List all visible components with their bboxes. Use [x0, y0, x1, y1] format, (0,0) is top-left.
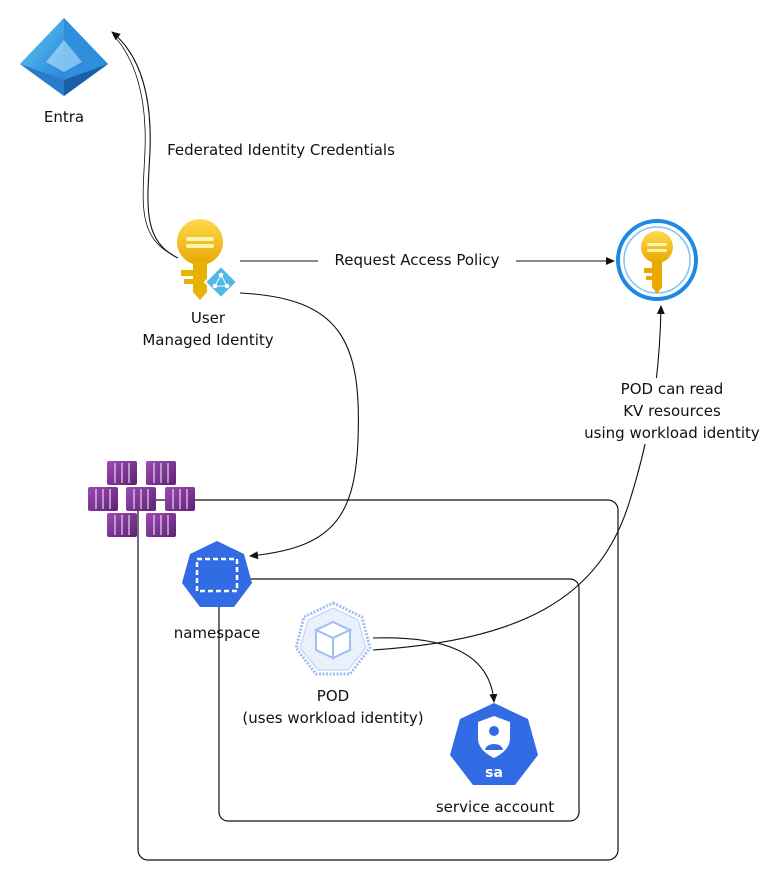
identity-label-line1: User	[190, 309, 226, 327]
identity-label-line2: Managed Identity	[142, 331, 274, 349]
pod-read-line1: POD can read	[620, 380, 724, 398]
edge-federated-label: Federated Identity Credentials	[167, 141, 395, 159]
kubernetes-cluster-cubes-icon	[88, 461, 195, 537]
edge-federated-credentials	[111, 31, 179, 259]
pod-cube-icon	[294, 601, 372, 676]
service-account-icon: sa	[450, 703, 538, 785]
edge-identity-to-namespace	[239, 292, 359, 560]
namespace-icon	[182, 541, 252, 607]
managed-identity-key-icon	[177, 219, 239, 300]
key-vault-icon	[616, 219, 698, 301]
pod-read-line2: KV resources	[623, 402, 721, 420]
entra-pyramid-icon	[20, 18, 108, 96]
pod-label: POD (uses workload identity)	[222, 685, 444, 729]
edge-pod-to-service-account	[372, 637, 498, 703]
edge-pod-read-label: POD can read KV resources using workload…	[572, 378, 772, 444]
edge-request-access-label: Request Access Policy	[318, 249, 516, 271]
service-account-badge: sa	[485, 765, 503, 781]
user-managed-identity-label: User Managed Identity	[128, 307, 288, 351]
pod-label-line2: (uses workload identity)	[242, 709, 424, 727]
pod-label-line1: POD	[316, 687, 350, 705]
edge-pod-to-keyvault	[372, 305, 665, 651]
cluster-boundary	[137, 499, 619, 861]
entra-label: Entra	[43, 108, 85, 126]
namespace-label: namespace	[173, 624, 261, 642]
pod-read-line3: using workload identity	[584, 424, 760, 442]
service-account-label: service account	[435, 798, 555, 816]
namespace-boundary	[218, 578, 580, 822]
